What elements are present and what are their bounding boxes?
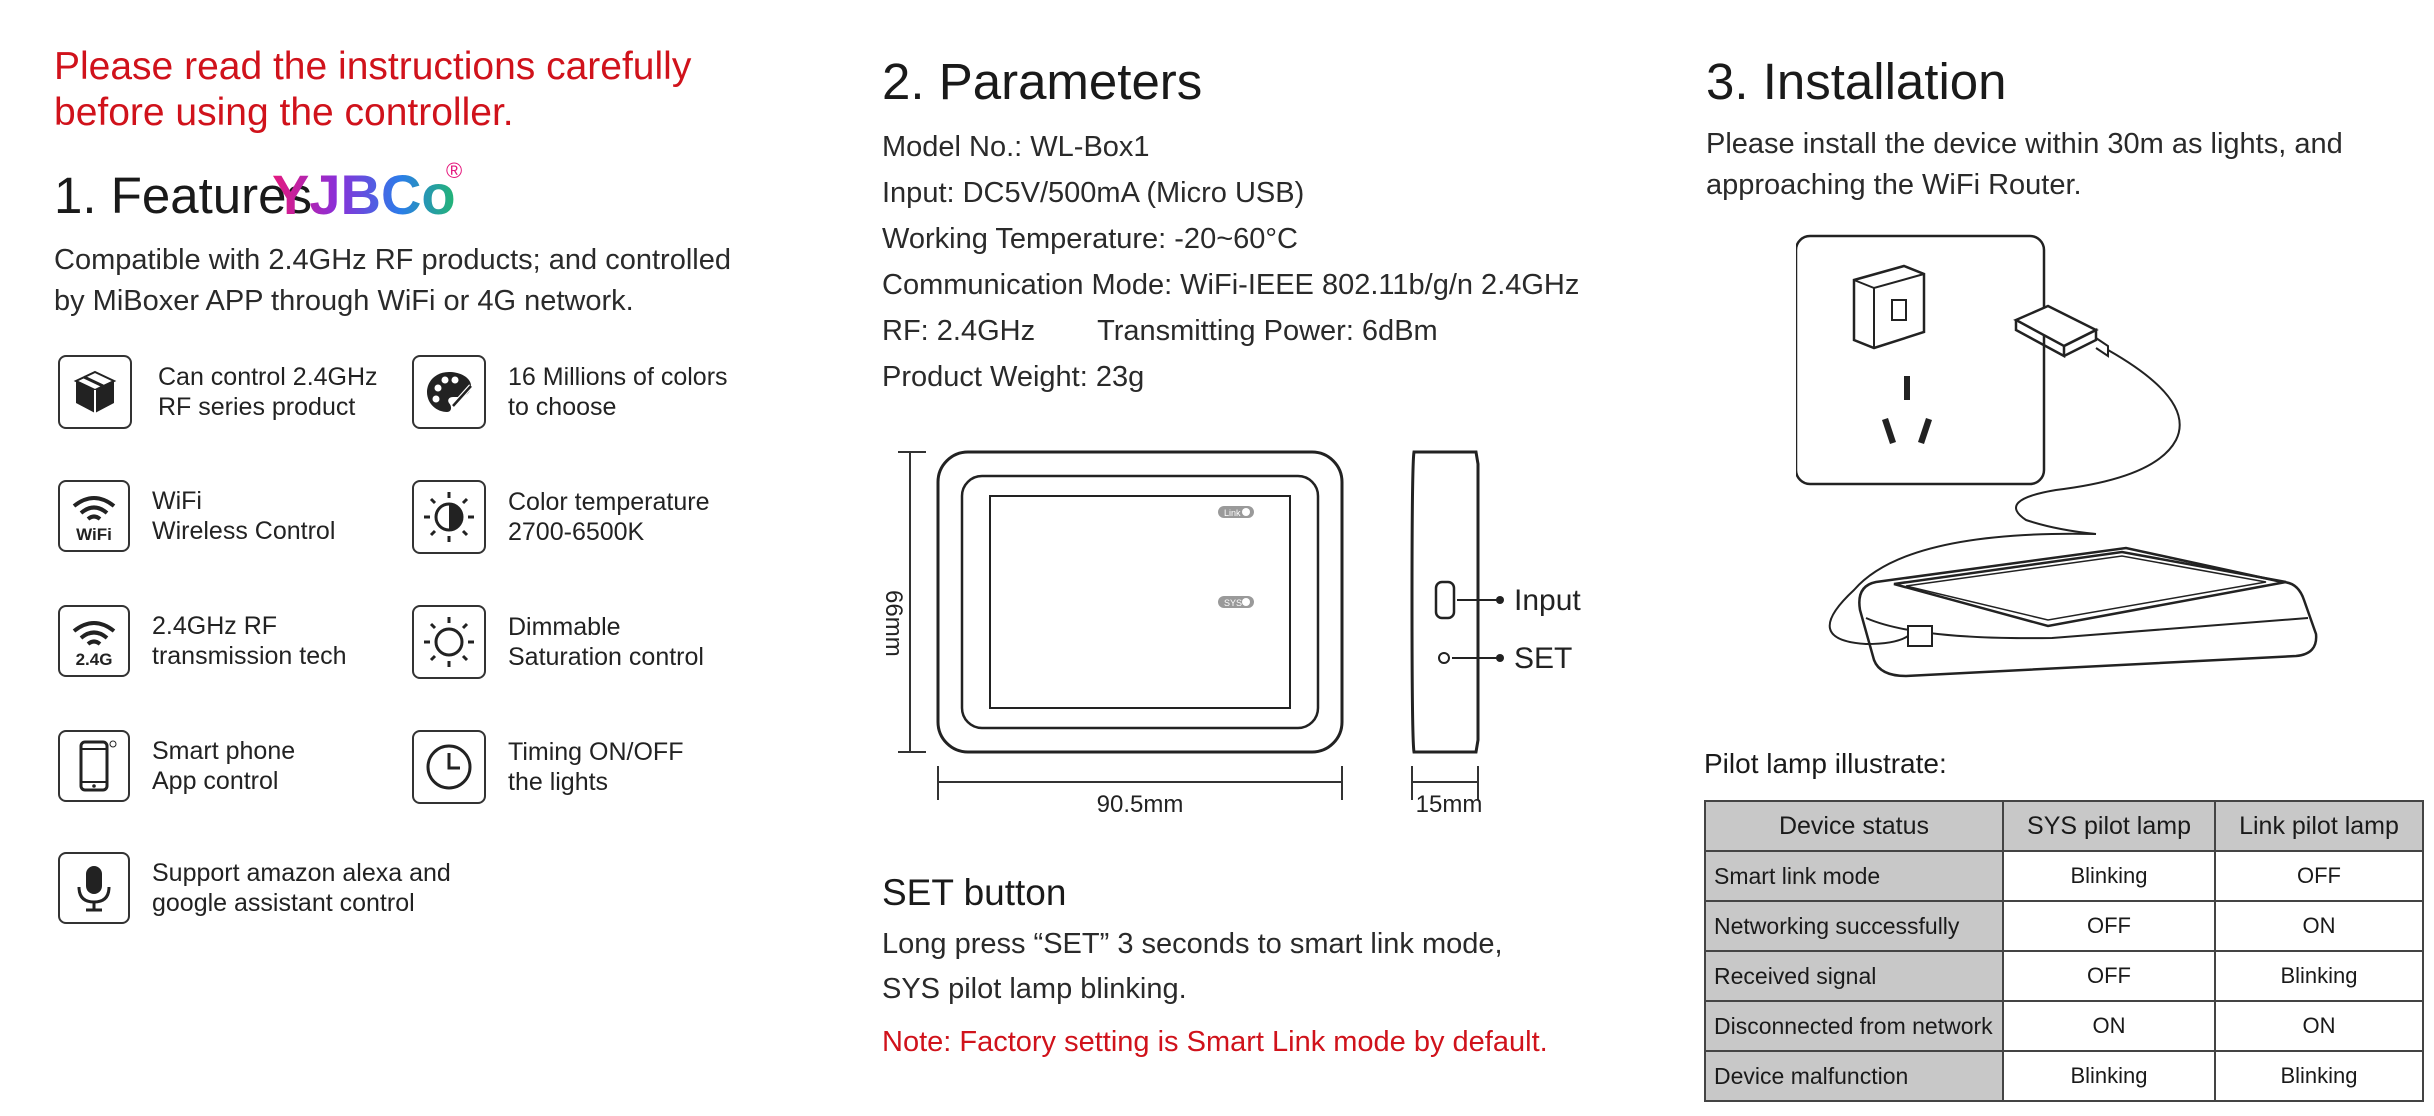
sys-lamp-cell: Blinking — [2002, 1050, 2216, 1102]
rf-icon-label: 2.4G — [76, 650, 113, 669]
feature-colors: 16 Millions of colors to choose — [412, 355, 728, 429]
table-row: Device malfunction Blinking Blinking — [1704, 1050, 2424, 1102]
device-status-cell: Networking successfully — [1704, 900, 2004, 952]
installation-line-2: approaching the WiFi Router. — [1706, 169, 2082, 201]
factory-setting-note: Note: Factory setting is Smart Link mode… — [882, 1026, 1548, 1058]
link-lamp-cell: ON — [2214, 1000, 2424, 1052]
sys-lamp-cell: OFF — [2002, 900, 2216, 952]
param-power: Transmitting Power: 6dBm — [1097, 315, 1438, 347]
device-status-cell: Device malfunction — [1704, 1050, 2004, 1102]
feature-color-temperature: Color temperature 2700-6500K — [412, 480, 709, 554]
sun-brightness-icon — [412, 605, 486, 679]
feature-timing: Timing ON/OFF the lights — [412, 730, 683, 804]
link-led-label: Link — [1224, 508, 1241, 518]
set-button-label: SET — [1514, 642, 1572, 675]
brand-logo: YJBCo ® — [272, 158, 462, 222]
param-input: Input: DC5V/500mA (Micro USB) — [882, 177, 1305, 209]
table-header-row: Device status SYS pilot lamp Link pilot … — [1704, 800, 2424, 852]
link-lamp-cell: Blinking — [2214, 950, 2424, 1002]
parameters-column: 2. Parameters Model No.: WL-Box1 Input: … — [882, 0, 1642, 1116]
feature-rf-control: Can control 2.4GHz RF series product — [58, 355, 378, 429]
table-row: Disconnected from network ON ON — [1704, 1000, 2424, 1052]
feature-text: 2.4GHz RF transmission tech — [152, 612, 347, 670]
set-description-line-2: SYS pilot lamp blinking. — [882, 973, 1187, 1005]
parameters-list: Model No.: WL-Box1 Input: DC5V/500mA (Mi… — [882, 124, 1579, 400]
link-lamp-cell: ON — [2214, 900, 2424, 952]
width-dimension-label: 90.5mm — [1097, 791, 1184, 818]
brand-registered-mark: ® — [446, 158, 462, 183]
installation-line-1: Please install the device within 30m as … — [1706, 128, 2343, 160]
param-weight: Product Weight: 23g — [882, 361, 1145, 393]
input-port-label: Input — [1514, 584, 1581, 617]
warning-line-2: before using the controller. — [54, 91, 514, 134]
column-header-sys-lamp: SYS pilot lamp — [2002, 800, 2216, 852]
set-description-line-1: Long press “SET” 3 seconds to smart link… — [882, 928, 1503, 960]
feature-rf-transmission: 2.4G 2.4GHz RF transmission tech — [58, 605, 347, 677]
brand-name: YJBCo — [272, 163, 456, 222]
param-model: Model No.: WL-Box1 — [882, 131, 1150, 163]
height-dimension-label: 66mm — [882, 590, 907, 657]
sys-lamp-cell: Blinking — [2002, 850, 2216, 902]
depth-dimension-label: 15mm — [1416, 791, 1483, 818]
installation-title: 3. Installation — [1706, 53, 2007, 110]
installation-illustration — [1796, 234, 2318, 678]
sys-led-label: SYS — [1224, 598, 1242, 608]
features-title: 1. Features — [54, 167, 312, 224]
set-button-description: Long press “SET” 3 seconds to smart link… — [882, 922, 1622, 1012]
device-dimension-drawing: 66mm Link SYS 90.5mm Input SET 15mm — [882, 450, 1581, 818]
table-row: Smart link mode Blinking OFF — [1704, 850, 2424, 902]
read-instructions-warning: Please read the instructions carefully b… — [54, 44, 814, 136]
features-description-line-2: by MiBoxer APP through WiFi or 4G networ… — [54, 285, 634, 317]
feature-dimmable: Dimmable Saturation control — [412, 605, 704, 679]
link-lamp-cell: Blinking — [2214, 1050, 2424, 1102]
feature-text: Dimmable Saturation control — [508, 613, 704, 671]
color-temperature-icon — [412, 480, 486, 554]
param-rf: RF: 2.4GHz — [882, 315, 1036, 347]
table-row: Received signal OFF Blinking — [1704, 950, 2424, 1002]
parameters-title: 2. Parameters — [882, 53, 1203, 110]
feature-text: WiFi Wireless Control — [152, 487, 336, 545]
feature-voice-assistant: Support amazon alexa and google assistan… — [58, 852, 451, 924]
microphone-icon — [58, 852, 130, 924]
set-button-title: SET button — [882, 872, 1067, 913]
installation-description: Please install the device within 30m as … — [1706, 124, 2426, 206]
feature-text: Timing ON/OFF the lights — [508, 738, 684, 796]
package-box-icon — [58, 355, 132, 429]
feature-text: Can control 2.4GHz RF series product — [158, 363, 378, 421]
rf-signal-icon: 2.4G — [58, 605, 130, 677]
features-column: Please read the instructions carefully b… — [54, 0, 824, 1116]
wifi-icon: WiFi — [58, 480, 130, 552]
feature-wifi: WiFi WiFi Wireless Control — [58, 480, 335, 552]
device-status-cell: Received signal — [1704, 950, 2004, 1002]
palette-icon — [412, 355, 486, 429]
feature-text: Support amazon alexa and google assistan… — [152, 859, 451, 917]
warning-line-1: Please read the instructions carefully — [54, 45, 692, 88]
link-lamp-cell: OFF — [2214, 850, 2424, 902]
features-description-line-1: Compatible with 2.4GHz RF products; and … — [54, 244, 731, 276]
wifi-icon-label: WiFi — [76, 525, 112, 544]
features-description: Compatible with 2.4GHz RF products; and … — [54, 240, 814, 322]
installation-column: 3. Installation Please install the devic… — [1704, 0, 2426, 1116]
sys-lamp-cell: ON — [2002, 1000, 2216, 1052]
feature-text: Color temperature 2700-6500K — [508, 488, 710, 546]
feature-text: Smart phone App control — [152, 737, 296, 795]
device-status-cell: Smart link mode — [1704, 850, 2004, 902]
sys-lamp-cell: OFF — [2002, 950, 2216, 1002]
param-communication: Communication Mode: WiFi-IEEE 802.11b/g/… — [882, 269, 1580, 301]
param-temperature: Working Temperature: -20~60°C — [882, 223, 1298, 255]
device-status-cell: Disconnected from network — [1704, 1000, 2004, 1052]
clock-icon — [412, 730, 486, 804]
param-rf-power: RF: 2.4GHz Transmitting Power: 6dBm — [882, 308, 1579, 354]
pilot-lamp-table: Device status SYS pilot lamp Link pilot … — [1704, 800, 2424, 1102]
feature-text: 16 Millions of colors to choose — [508, 363, 728, 421]
column-header-link-lamp: Link pilot lamp — [2214, 800, 2424, 852]
column-header-device-status: Device status — [1704, 800, 2004, 852]
feature-app-control: Smart phone App control — [58, 730, 295, 802]
table-row: Networking successfully OFF ON — [1704, 900, 2424, 952]
pilot-lamp-title: Pilot lamp illustrate: — [1704, 748, 1947, 779]
smartphone-icon — [58, 730, 130, 802]
